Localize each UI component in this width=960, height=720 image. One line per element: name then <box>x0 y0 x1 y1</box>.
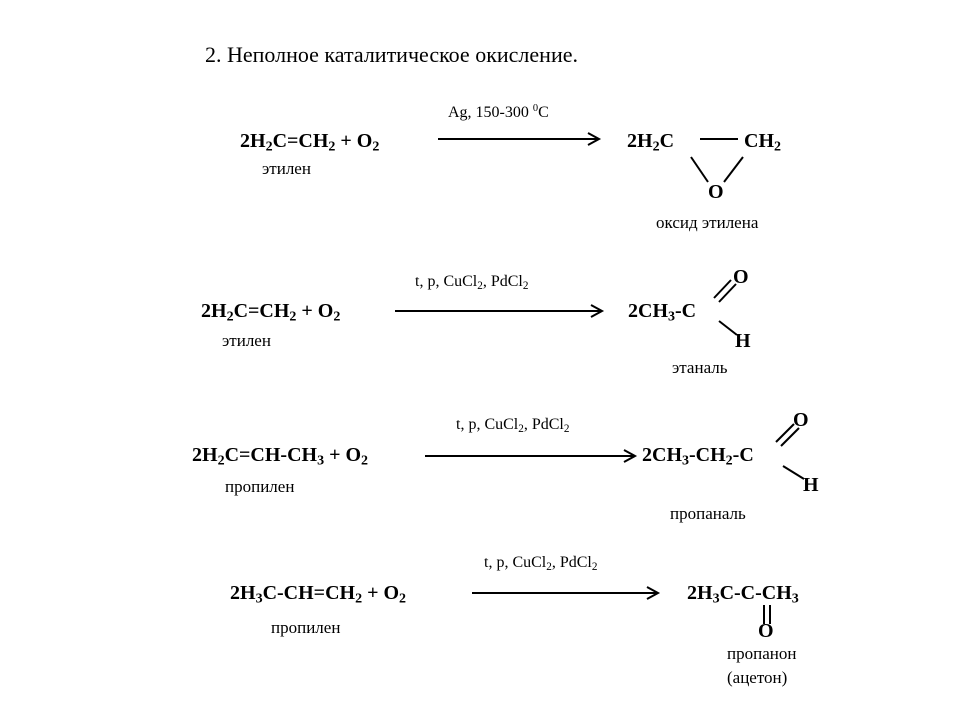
reaction-4-product-name-2: (ацетон) <box>727 668 788 687</box>
arrowhead-2 <box>590 304 605 318</box>
reaction-2-conditions: t, p, CuCl2, PdCl2 <box>415 273 529 292</box>
reaction-4-conditions: t, p, CuCl2, PdCl2 <box>484 554 598 573</box>
reaction-3-product-name: пропаналь <box>670 504 746 523</box>
ethanal-ch-bond <box>718 320 738 336</box>
reaction-2-product: 2CH3-C <box>628 300 697 325</box>
reaction-2-product-hydrogen: H <box>735 330 751 352</box>
reaction-1-product-name: оксид этилена <box>656 213 759 232</box>
reaction-4-reactants: 2H3C-CH=CH2 + O2 <box>230 582 407 607</box>
reaction-1-reactants: 2H2C=CH2 + O2 <box>240 130 380 155</box>
reaction-3-product: 2CH3-CH2-C <box>642 444 754 469</box>
reaction-3-product-oxygen: O <box>793 409 809 431</box>
reaction-2-product-oxygen: O <box>733 266 749 288</box>
reaction-3-product-hydrogen: H <box>803 474 819 496</box>
reaction-1-product-oxygen: O <box>708 181 724 203</box>
epoxide-bond-co-left <box>690 156 709 183</box>
section-title: 2. Неполное каталитическое окисление. <box>205 42 578 67</box>
arrowhead-3 <box>623 449 638 463</box>
reaction-4-product-name: пропанон <box>727 644 797 663</box>
arrowhead-4 <box>646 586 661 600</box>
reaction-3-reactant-name: пропилен <box>225 477 295 496</box>
propanal-ch-bond <box>782 465 805 480</box>
arrowhead-1 <box>587 132 602 146</box>
ethanal-double-bond-b <box>718 283 737 303</box>
propanal-double-bond-b <box>780 427 800 447</box>
reaction-3-conditions: t, p, CuCl2, PdCl2 <box>456 416 570 435</box>
reaction-2-reactant-name: этилен <box>222 331 271 350</box>
reaction-2-reactants: 2H2C=CH2 + O2 <box>201 300 341 325</box>
reaction-4-product: 2H3C-C-CH3 <box>687 582 799 607</box>
epoxide-bond-co-right <box>723 156 744 183</box>
reaction-3-reactants: 2H2C=CH-CH3 + O2 <box>192 444 369 469</box>
ethanal-double-bond-a <box>713 279 732 299</box>
reaction-4-product-oxygen: O <box>758 620 774 642</box>
reaction-4-reactant-name: пропилен <box>271 618 341 637</box>
propanal-double-bond-a <box>775 423 795 443</box>
reaction-1-conditions: Ag, 150-300 0C <box>448 102 549 121</box>
reaction-2-product-name: этаналь <box>672 358 728 377</box>
reaction-1-product-right: CH2 <box>744 130 781 155</box>
reaction-1-product-left: 2H2C <box>627 130 675 155</box>
reaction-1-reactant-name: этилен <box>262 159 311 178</box>
